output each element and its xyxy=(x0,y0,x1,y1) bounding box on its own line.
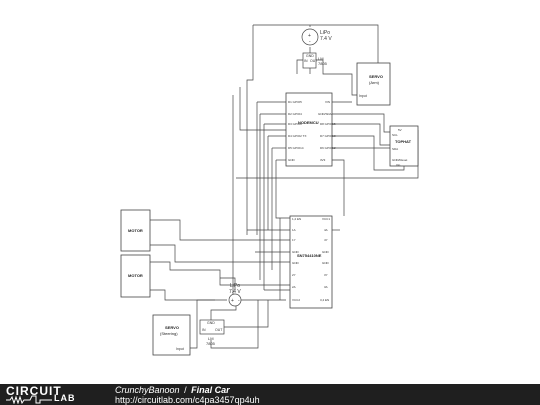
regulator-bottom-gnd: GND xyxy=(207,321,215,325)
nodemcu-pin-l2: D3 GPIO0 xyxy=(288,122,302,126)
circuit-url-link[interactable]: http://circuitlab.com/c4pa3457qp4uh xyxy=(115,395,260,405)
battery-bottom-label: LiPo xyxy=(230,283,240,289)
circuit-title: Final Car xyxy=(191,385,230,395)
driver-pin-l6: 2A xyxy=(292,285,296,289)
nodemcu-pin-l4: D5 GPIO14 xyxy=(288,146,304,150)
nodemcu-pin-r2: D8 GPIO15 xyxy=(320,122,336,126)
driver-pin-r2: 4Y xyxy=(324,238,328,242)
driver-pin-l4: GND xyxy=(292,261,300,265)
battery-bottom-voltage: 7.4 V xyxy=(229,289,241,295)
battery-bottom: + - LiPo 7.4 V xyxy=(228,283,242,307)
footer-meta: CrunchyBanoon / Final Car http://circuit… xyxy=(115,385,260,405)
servo-steering: SERVO (Steering) Input xyxy=(152,314,191,356)
motor-driver-ic: SN754410NE 1,2 EN 1A 1Y GND GND 2Y 2A VC… xyxy=(289,215,333,309)
tophat-module: TOPHAT 5V SCL SDA GND/Reset Vin xyxy=(389,125,419,167)
driver-pin-l3: GND xyxy=(292,250,300,254)
motor-1-label: MOTOR xyxy=(128,228,143,233)
driver-pin-r4: GND xyxy=(322,261,330,265)
driver-title: SN754410NE xyxy=(297,253,322,258)
servo-arm-title: SERVO xyxy=(369,74,383,79)
tophat-pin-2: SDA xyxy=(392,147,398,151)
regulator-top-out: OUT xyxy=(310,59,318,63)
nodemcu-pin-l3: D4 GPIO2 TX xyxy=(288,134,306,138)
driver-pin-l0: 1,2 EN xyxy=(292,217,301,221)
driver-pin-l7: VCC2 xyxy=(292,298,300,302)
logo-text-bottom: LAB xyxy=(54,393,76,403)
servo-steer-pin: Input xyxy=(176,347,184,351)
circuitlab-logo: CIRCUIT LAB xyxy=(6,384,94,404)
nodemcu-title: NODEMCU xyxy=(298,120,319,125)
nodemcu-module: NODEMCU D1 GPIO5 D2 GPIO4 D3 GPIO0 D4 GP… xyxy=(285,92,336,167)
nodemcu-pin-l5: GND xyxy=(288,158,296,162)
title-separator: / xyxy=(184,385,187,395)
author-link[interactable]: CrunchyBanoon xyxy=(115,385,180,395)
servo-arm-pin: Input xyxy=(359,94,367,98)
nodemcu-pin-l1: D2 GPIO4 xyxy=(288,112,302,116)
regulator-bottom: GND IN OUT LM 7805 xyxy=(199,319,225,346)
driver-pin-l1: 1A xyxy=(292,228,296,232)
regulator-bottom-in: IN xyxy=(202,328,206,332)
logo-wave-icon xyxy=(6,395,52,404)
driver-pin-r5: 3Y xyxy=(324,273,328,277)
battery-top-label: LiPo xyxy=(320,30,330,36)
logo-text-top: CIRCUIT xyxy=(6,384,62,398)
driver-pin-l5: 2Y xyxy=(292,273,296,277)
driver-pin-r7: 3,4 EN xyxy=(320,298,329,302)
servo-steer-title: SERVO xyxy=(165,325,179,330)
regulator-top-label: LM xyxy=(318,56,324,61)
battery-top-plus: + xyxy=(308,33,311,39)
nodemcu-pin-r4: D6 GPIO12 xyxy=(320,146,336,150)
schematic-canvas: + - LiPo 7.4 V IN OUT GND LM 7805 SERVO … xyxy=(120,24,419,356)
regulator-bottom-out: OUT xyxy=(215,328,223,332)
nodemcu-pin-r5: 3V3 xyxy=(320,158,326,162)
driver-pin-l2: 1Y xyxy=(292,238,296,242)
regulator-bottom-label-2: 7805 xyxy=(206,341,216,346)
nodemcu-pin-r3: D7 GPIO13 xyxy=(320,134,336,138)
tophat-title: TOPHAT xyxy=(395,139,412,144)
regulator-top: IN OUT GND LM 7805 xyxy=(302,52,328,69)
regulator-top-in: IN xyxy=(304,59,308,63)
regulator-top-label-2: 7805 xyxy=(318,61,328,66)
battery-bottom-minus: - xyxy=(238,298,240,304)
motor-2-label: MOTOR xyxy=(128,273,143,278)
footer-bar: CIRCUIT LAB CrunchyBanoon / Final Car ht… xyxy=(0,384,540,405)
driver-pin-r0: VCC1 xyxy=(322,217,330,221)
wires xyxy=(150,24,419,349)
battery-bottom-plus: + xyxy=(231,298,234,304)
battery-top-minus: - xyxy=(309,39,311,45)
nodemcu-pin-r1: GND/SDA xyxy=(318,112,332,116)
tophat-pin-1: SCL xyxy=(392,133,398,137)
driver-pin-r6: 3A xyxy=(324,285,328,289)
tophat-pin-3: GND/Reset xyxy=(392,158,408,162)
motor-1: MOTOR xyxy=(120,209,151,252)
regulator-bottom-label: LM xyxy=(208,336,214,341)
motor-2: MOTOR xyxy=(120,254,151,298)
servo-arm: SERVO (Arm) Input xyxy=(356,62,391,106)
nodemcu-pin-l0: D1 GPIO5 xyxy=(288,100,302,104)
driver-pin-r3: GND xyxy=(322,250,330,254)
battery-top: + - LiPo 7.4 V xyxy=(301,28,332,46)
battery-top-voltage: 7.4 V xyxy=(320,36,332,42)
servo-arm-subtitle: (Arm) xyxy=(369,80,380,85)
nodemcu-pin-r0: VIN xyxy=(325,100,330,104)
regulator-top-gnd: GND xyxy=(306,54,314,58)
servo-steer-subtitle: (Steering) xyxy=(160,331,178,336)
tophat-pin-vin: Vin xyxy=(396,163,401,167)
driver-pin-r1: 4A xyxy=(324,228,328,232)
tophat-pin-0: 5V xyxy=(398,128,402,132)
